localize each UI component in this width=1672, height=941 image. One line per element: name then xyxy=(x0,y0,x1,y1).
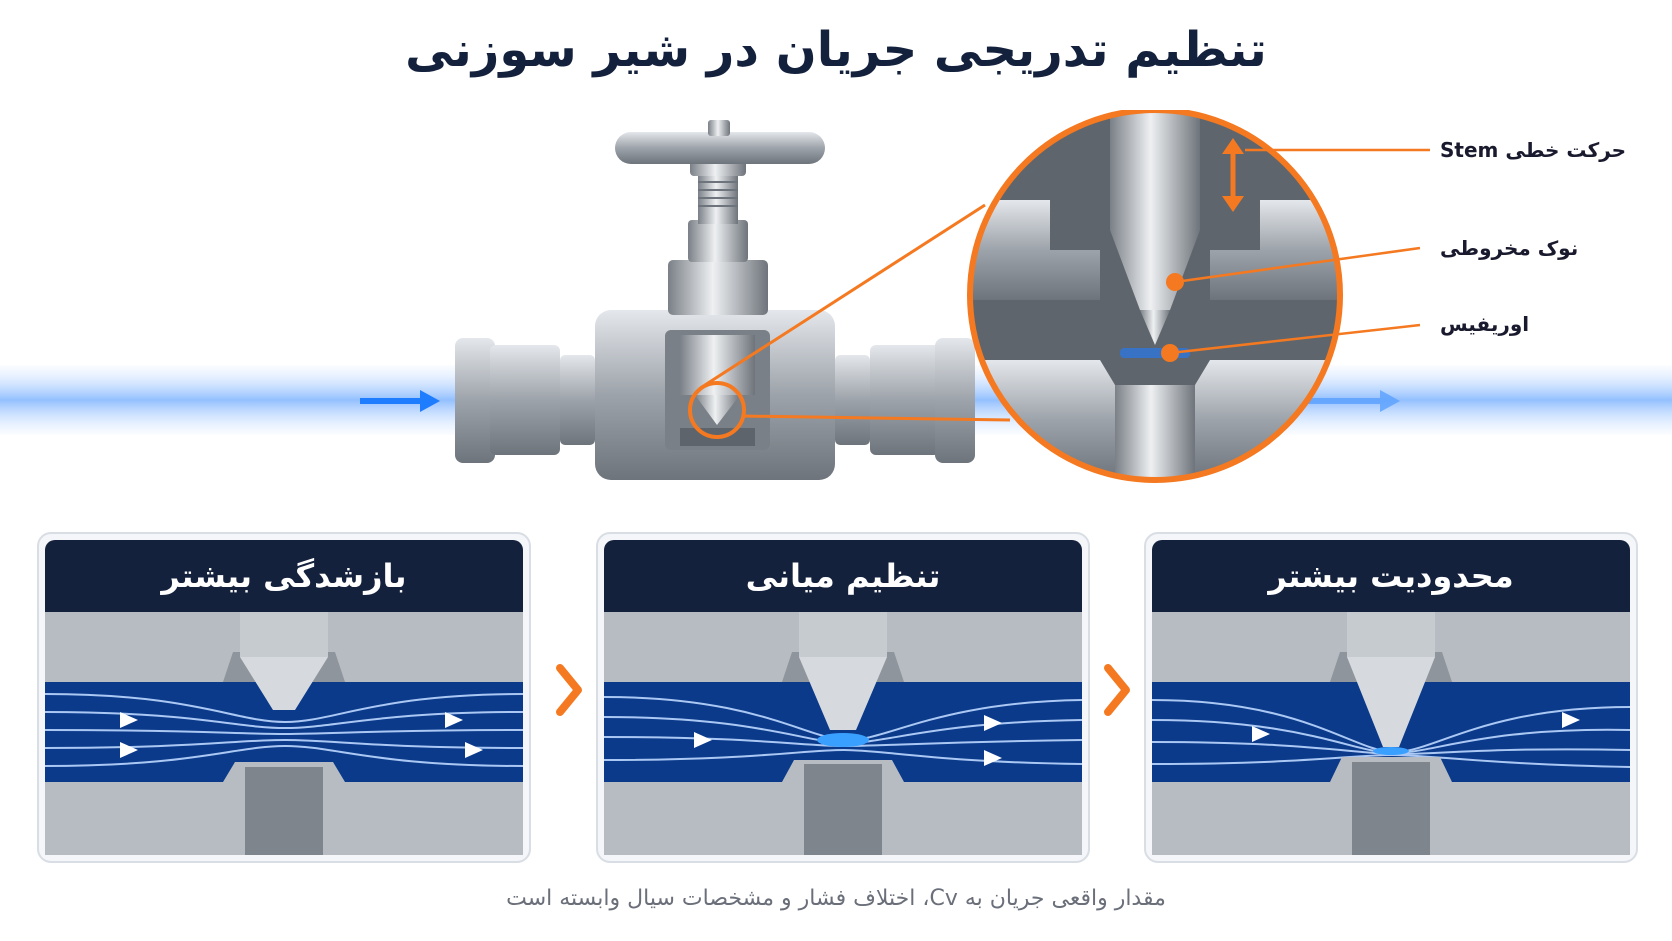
panel-more-opening: بازشدگی بیشتر xyxy=(37,532,531,863)
callout-orifice-label: اوریفیس xyxy=(1440,312,1530,336)
footer-note: مقدار واقعی جریان به Cv، اختلاف فشار و م… xyxy=(506,886,1166,911)
chevron-right-icon xyxy=(1104,664,1130,716)
double-arrow-vertical-icon xyxy=(1222,138,1244,212)
t-handle xyxy=(615,132,825,164)
page-title: تنظیم تدریجی جریان در شیر سوزنی xyxy=(405,22,1267,78)
valve-hero-illustration xyxy=(0,110,1672,483)
right-fitting xyxy=(835,338,975,463)
panel-more-restriction: محدودیت بیشتر xyxy=(1144,532,1638,863)
valve-detail-marker xyxy=(688,381,746,439)
panel-title: محدودیت بیشتر xyxy=(1152,540,1630,612)
panel-medium-setting: تنظیم میانی xyxy=(596,532,1090,863)
callout-stem-label: حرکت خطی Stem xyxy=(1440,138,1627,162)
magnified-view-ring xyxy=(967,110,1343,483)
left-fitting xyxy=(455,338,595,463)
flow-diagram-medium-opening xyxy=(604,612,1082,855)
flow-arrow-icon-left xyxy=(360,390,440,412)
chevron-right-icon xyxy=(556,664,582,716)
flow-diagram-small-opening xyxy=(1152,612,1630,855)
flow-diagram-large-opening xyxy=(45,612,523,855)
panel-title: تنظیم میانی xyxy=(604,540,1082,612)
callout-tip-label: نوک مخروطی xyxy=(1440,236,1579,260)
panel-title: بازشدگی بیشتر xyxy=(45,540,523,612)
bonnet-nut xyxy=(668,260,768,315)
